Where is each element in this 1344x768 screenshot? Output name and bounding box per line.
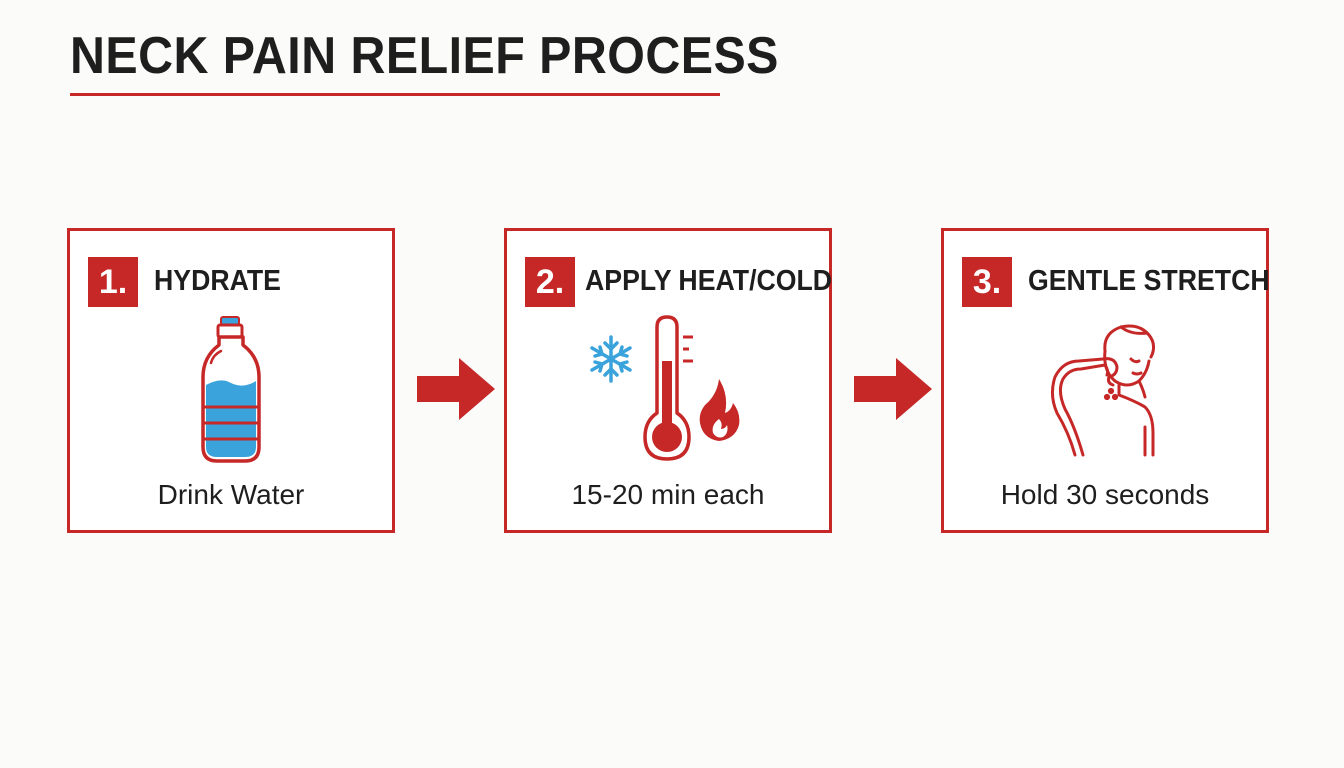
arrow-right-icon (854, 358, 932, 420)
thermometer-icon (643, 315, 693, 461)
flame-icon (699, 379, 740, 441)
step-number-badge: 3. (962, 257, 1012, 307)
thermometer-snowflake-flame-icon (507, 315, 829, 465)
step-title: HYDRATE (154, 265, 281, 297)
step-card-apply-heat-cold: 2. APPLY HEAT/COLD (504, 228, 832, 533)
step-card-hydrate: 1. HYDRATE Drink Water (67, 228, 395, 533)
snowflake-icon (590, 335, 632, 383)
step-card-gentle-stretch: 3. GENTLE STRETCH (941, 228, 1270, 533)
step-caption: 15-20 min each (571, 479, 765, 510)
page-title: NECK PAIN RELIEF PROCESS (70, 27, 779, 85)
step-number-badge: 1. (88, 257, 138, 307)
step-title: GENTLE STRETCH (1028, 265, 1270, 297)
step-caption: Hold 30 seconds (1000, 479, 1210, 510)
title-underline (70, 93, 720, 96)
neck-stretch-person-icon (944, 315, 1266, 465)
water-bottle-icon (70, 315, 392, 465)
arrow-right-icon (417, 358, 495, 420)
step-number-badge: 2. (525, 257, 575, 307)
step-title: APPLY HEAT/COLD (585, 265, 833, 297)
step-caption: Drink Water (157, 479, 305, 510)
